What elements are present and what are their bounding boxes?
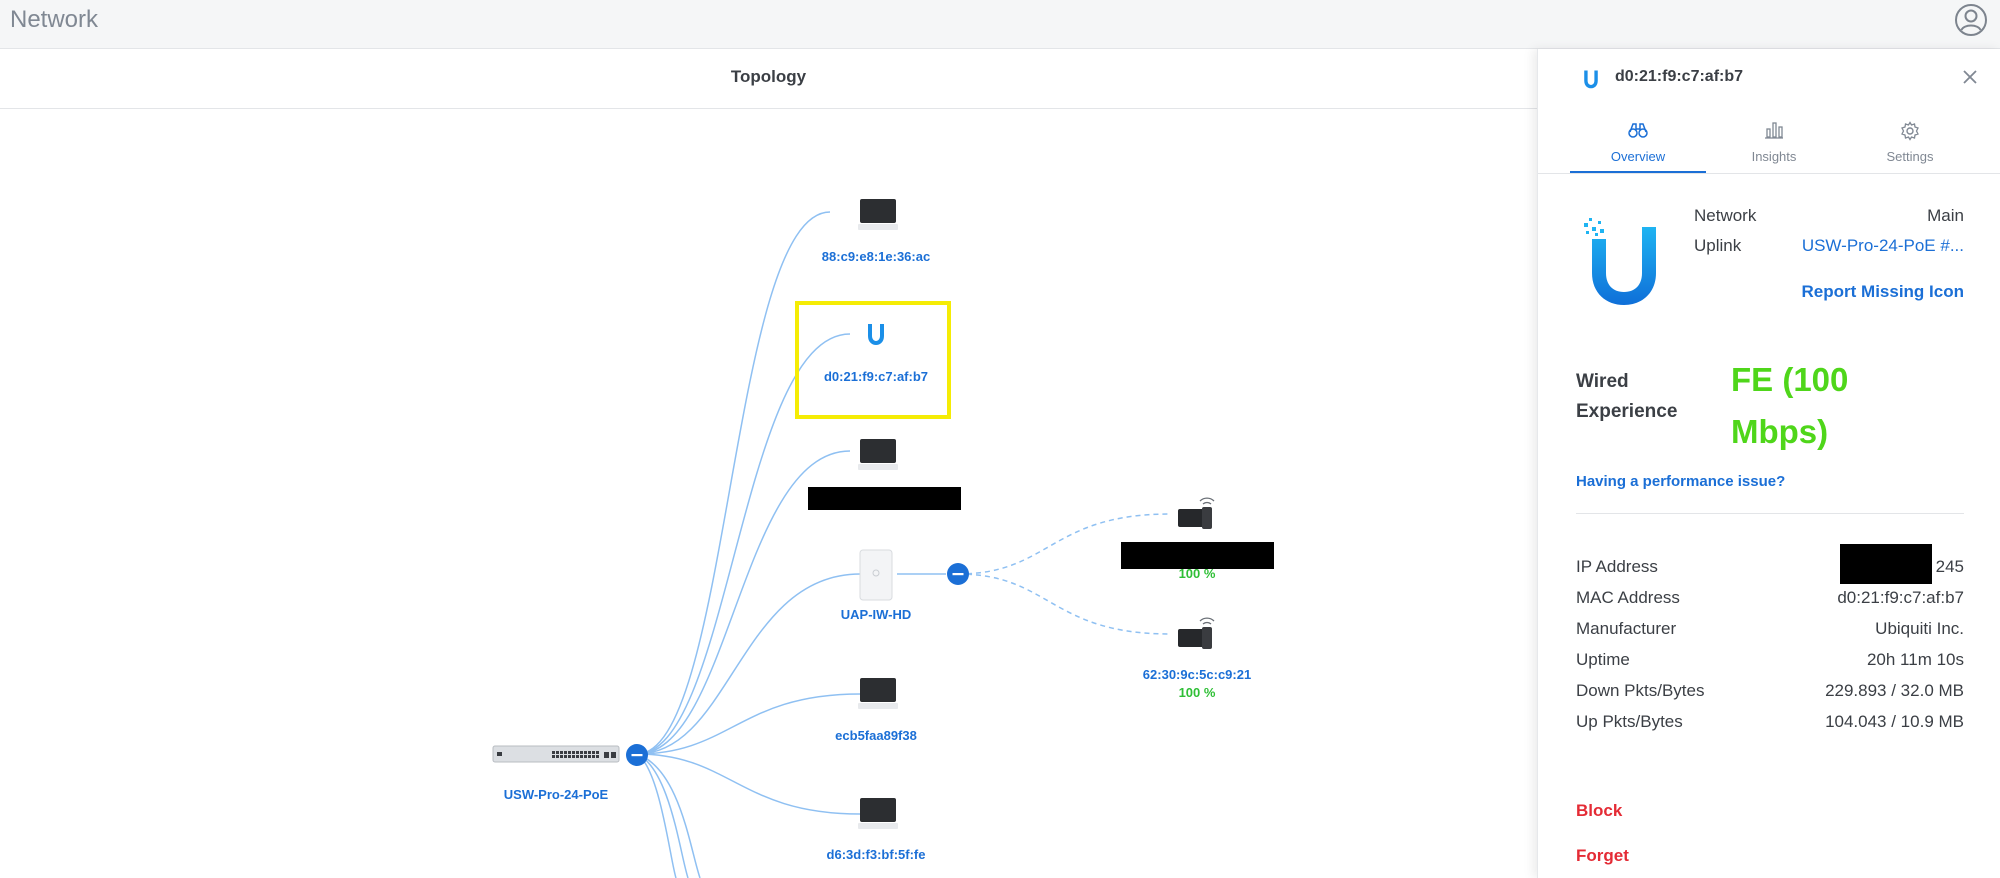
detail-value: d0:21:f9:c7:af:b7	[1837, 588, 1964, 607]
detail-value: Ubiquiti Inc.	[1875, 619, 1964, 638]
tab-label: Overview	[1610, 149, 1666, 164]
ubiquiti-logo-icon	[1584, 70, 1598, 89]
detail-label: IP Address	[1576, 557, 1658, 576]
detail-label: Down Pkts/Bytes	[1576, 681, 1705, 700]
binoculars-icon	[1628, 123, 1648, 138]
bar-chart-icon	[1765, 122, 1783, 139]
monitor-device-icon[interactable]	[858, 438, 898, 472]
topology-header: Topology	[0, 49, 1537, 109]
collapse-ap-icon[interactable]	[946, 562, 970, 586]
redacted-label	[808, 487, 961, 510]
tab-insights[interactable]: Insights	[1706, 107, 1842, 173]
network-value: Main	[1927, 206, 1964, 225]
wireless-device-icon[interactable]	[1176, 495, 1218, 531]
switch-device-icon[interactable]	[492, 744, 620, 764]
node-label[interactable]: 88:c9:e8:1e:36:ac	[821, 249, 931, 264]
access-point-device-icon[interactable]	[859, 549, 893, 601]
device-logo-icon	[1584, 218, 1656, 305]
monitor-device-icon[interactable]	[858, 198, 898, 232]
detail-label: Up Pkts/Bytes	[1576, 712, 1683, 731]
detail-value: 229.893 / 32.0 MB	[1825, 681, 1964, 700]
tab-label: Settings	[1886, 149, 1934, 164]
redacted-ip	[1840, 544, 1932, 584]
topology-links	[636, 211, 1171, 878]
tab-settings[interactable]: Settings	[1842, 107, 1978, 173]
monitor-device-icon[interactable]	[858, 797, 898, 831]
app-title: Network	[10, 6, 99, 33]
detail-value: 104.043 / 10.9 MB	[1825, 712, 1964, 731]
tab-overview[interactable]: Overview	[1570, 107, 1706, 173]
network-label: Network	[1694, 206, 1757, 225]
node-label[interactable]: 62:30:9c:5c:c9:21	[1142, 667, 1252, 682]
root-switch-label[interactable]: USW-Pro-24-PoE	[503, 787, 609, 802]
tab-label: Insights	[1751, 149, 1797, 164]
node-label[interactable]: d6:3d:f3:bf:5f:fe	[826, 847, 926, 862]
topology-canvas[interactable]: USW-Pro-24-PoE 88:c9:e8:1e:36:ac d0:21:f…	[0, 109, 1537, 878]
panel-title: d0:21:f9:c7:af:b7	[1615, 68, 1744, 85]
wired-experience-value: FE (100 Mbps)	[1731, 361, 1849, 450]
user-avatar-icon[interactable]	[1954, 3, 1988, 37]
panel-tabs: Overview Insights Settings	[1538, 107, 2000, 174]
divider	[1576, 513, 1964, 514]
detail-value: 245	[1935, 557, 1964, 576]
detail-value: 20h 11m 10s	[1866, 650, 1964, 669]
node-label[interactable]: ecb5faa89f38	[835, 728, 917, 743]
uplink-label: Uplink	[1694, 236, 1742, 255]
wired-experience-label: Wired Experience	[1576, 371, 1678, 422]
ubiquiti-logo-icon[interactable]	[863, 321, 889, 347]
signal-strength: 100 %	[1178, 566, 1216, 581]
detail-label: Uptime	[1576, 650, 1630, 669]
top-bar: Network	[0, 0, 2000, 49]
close-icon[interactable]	[1959, 66, 1981, 88]
block-button[interactable]: Block	[1576, 801, 1623, 820]
report-missing-icon-link[interactable]: Report Missing Icon	[1801, 282, 1964, 301]
wireless-device-icon[interactable]	[1176, 615, 1218, 651]
page-title: Topology	[730, 67, 807, 86]
performance-issue-link[interactable]: Having a performance issue?	[1576, 473, 1786, 490]
redacted-label	[1121, 542, 1274, 569]
monitor-device-icon[interactable]	[858, 677, 898, 711]
gear-icon	[1901, 121, 1919, 141]
node-label[interactable]: d0:21:f9:c7:af:b7	[823, 369, 929, 384]
detail-label: Manufacturer	[1576, 619, 1677, 638]
uplink-link[interactable]: USW-Pro-24-PoE #...	[1801, 236, 1964, 255]
selected-node-highlight	[795, 301, 951, 419]
panel-header: d0:21:f9:c7:af:b7	[1538, 49, 2000, 107]
device-details-panel: d0:21:f9:c7:af:b7 Overview Insights	[1537, 49, 2000, 878]
forget-button[interactable]: Forget	[1576, 846, 1629, 865]
detail-label: MAC Address	[1576, 588, 1680, 607]
signal-strength: 100 %	[1178, 685, 1216, 700]
node-label[interactable]: UAP-IW-HD	[840, 607, 912, 622]
collapse-switch-icon[interactable]	[625, 743, 649, 767]
